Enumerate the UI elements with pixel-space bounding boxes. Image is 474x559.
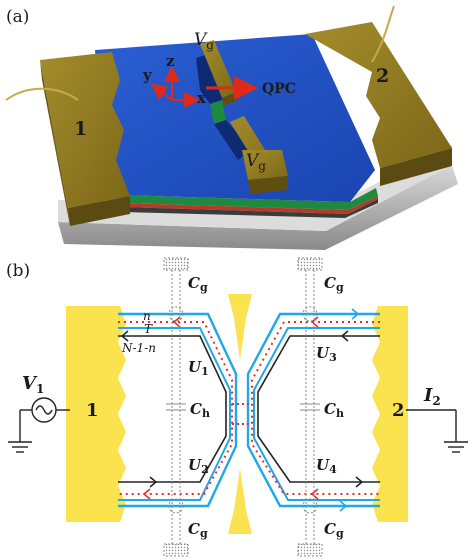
source-circuit	[8, 397, 70, 453]
gate-bottom	[230, 116, 288, 194]
u3-label: U3	[316, 344, 337, 364]
edge-arrow-black-3	[340, 330, 349, 342]
gate-top-label: Vg	[194, 30, 214, 52]
u4-label: U4	[316, 456, 337, 476]
qpc-label: QPC	[262, 81, 296, 97]
panel-a-label: (a)	[6, 7, 29, 27]
edge-arrow-red-1	[172, 316, 181, 328]
edge-cyan-outer-r	[246, 312, 380, 508]
contact-left-label: 1	[74, 118, 87, 140]
contact-left-block	[40, 52, 130, 226]
contact-left-pad	[66, 306, 126, 522]
ch-right: Ch	[324, 400, 344, 420]
edge-arrow-black-2	[149, 476, 158, 488]
edge-arrow-red-2	[310, 316, 319, 328]
layer-red	[122, 196, 378, 214]
contact-right-label: 2	[376, 65, 389, 87]
drain-circuit	[406, 409, 468, 453]
layer-green	[120, 188, 378, 210]
source-label: V1	[22, 373, 44, 396]
edge-arrow-black-4	[355, 476, 364, 488]
contact-right-block	[305, 22, 452, 186]
qpc-trench	[196, 52, 252, 160]
cg-bottom-right: Cg	[324, 520, 344, 540]
substrate-base	[58, 165, 458, 250]
contact-right-pad	[372, 306, 408, 522]
mode-t-label: T	[144, 322, 153, 336]
edge-cyan-inner	[118, 327, 231, 501]
edge-arrow-cyan-2	[339, 500, 348, 512]
wire-right	[371, 5, 395, 63]
edge-red-cross	[232, 403, 252, 425]
panel-a: (a)	[5, 5, 458, 250]
edge-arrow-red-3	[142, 488, 151, 500]
mode-n-label: n	[143, 309, 151, 323]
edge-arrow-red-4	[310, 488, 319, 500]
edge-cyan-outer	[118, 312, 238, 508]
contact-2-label: 2	[392, 400, 405, 421]
axis-z-label: z	[166, 52, 175, 70]
edge-arrow-black-1	[120, 330, 129, 342]
wire-left	[5, 87, 79, 101]
ch-left: Ch	[190, 400, 210, 420]
cg-bottom-left: Cg	[188, 520, 208, 540]
panel-b: (b)	[6, 257, 468, 557]
layer-dark	[123, 199, 378, 218]
u1-label: U1	[188, 358, 209, 378]
u2-label: U2	[188, 456, 209, 476]
contact-1-label: 1	[86, 400, 99, 421]
gate-bottom-label: Vg	[246, 151, 266, 173]
mode-rest-label: N-1-n	[121, 341, 156, 355]
edge-black-left	[118, 335, 227, 483]
cg-top-left: Cg	[188, 274, 208, 294]
qpc-trench-edge	[210, 100, 226, 124]
drain-label: I2	[423, 385, 441, 408]
gate-finger-top	[228, 294, 252, 360]
edge-red-dotted-r	[251, 321, 380, 495]
gate-finger-bottom	[228, 468, 252, 534]
edge-cyan-inner-r	[253, 327, 380, 501]
blue-mesa	[95, 34, 375, 202]
axis-x-label: x	[197, 89, 207, 107]
capacitor-column-left	[163, 257, 189, 557]
axis-y-label: y	[142, 66, 153, 84]
edge-arrow-cyan-1	[351, 308, 360, 320]
capacitor-column-right	[297, 257, 323, 557]
cg-top-right: Cg	[324, 274, 344, 294]
axis-triad	[150, 66, 258, 108]
panel-b-label: (b)	[6, 261, 30, 281]
edge-black-right	[257, 335, 380, 483]
